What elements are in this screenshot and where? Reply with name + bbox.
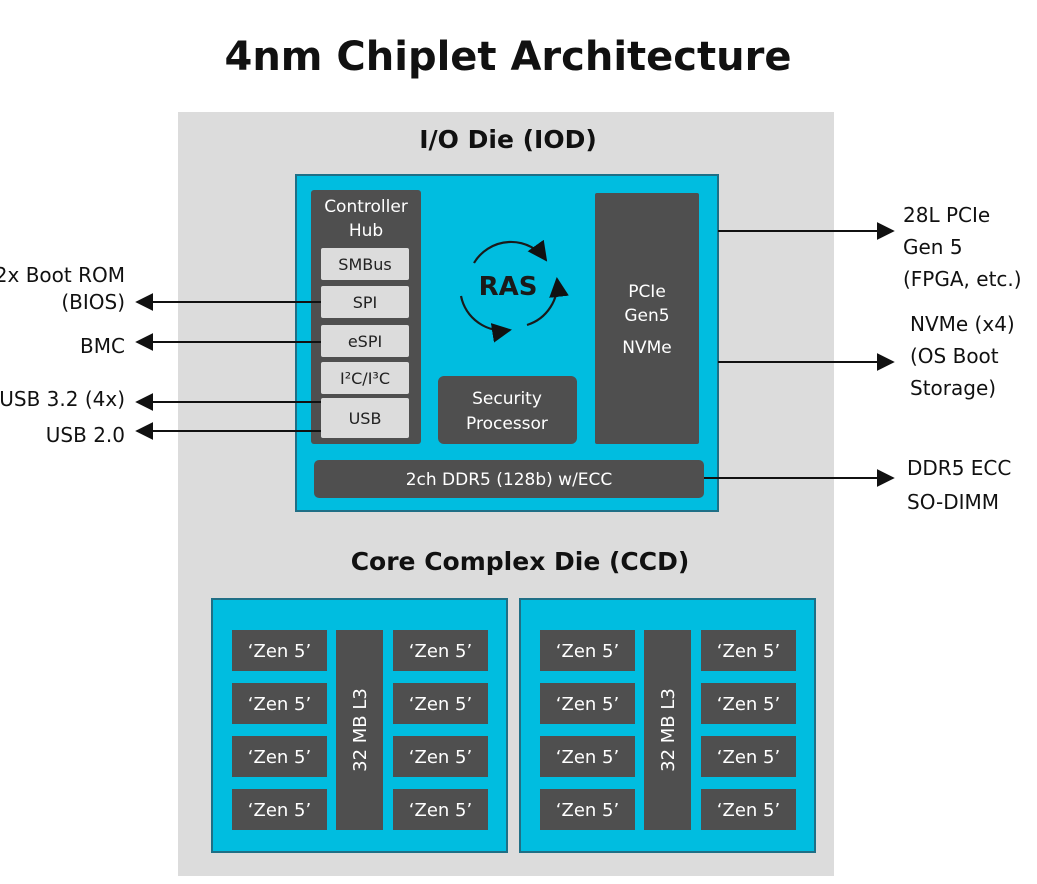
l3-cache-label: 32 MB L3 — [350, 688, 371, 772]
zen5-core-label: ‘Zen 5’ — [409, 641, 472, 662]
ddr5-ext-label-line1: DDR5 ECC — [907, 456, 1011, 480]
zen5-core-label: ‘Zen 5’ — [248, 800, 311, 821]
nvme-ext-label-line3: Storage) — [910, 376, 996, 400]
zen5-core — [232, 683, 327, 724]
pcie-block-line2: Gen5 — [624, 306, 669, 326]
zen5-core — [540, 789, 635, 830]
zen5-core — [232, 630, 327, 671]
pcie-block — [595, 193, 699, 444]
zen5-core — [393, 789, 488, 830]
ddr5-controller-label: 2ch DDR5 (128b) w/ECC — [406, 470, 613, 490]
zen5-core — [540, 736, 635, 777]
security-processor-line1: Security — [472, 389, 542, 409]
zen5-core-label: ‘Zen 5’ — [248, 694, 311, 715]
zen5-core-label: ‘Zen 5’ — [409, 800, 472, 821]
boot-rom-label-line1: 2x Boot ROM — [0, 263, 125, 287]
espi-block — [321, 325, 409, 357]
ras-cycle-icon — [459, 239, 569, 343]
ras-label: RAS — [479, 272, 538, 302]
diagram-title: 4nm Chiplet Architecture — [225, 34, 792, 80]
ccd-group: 32 MB L3 ‘Zen 5’ ‘Zen 5’ ‘Zen 5’ ‘Zen 5’ ‘Zen… — [211, 598, 816, 853]
zen5-core-label: ‘Zen 5’ — [556, 747, 619, 768]
boot-rom-label-line2: (BIOS) — [61, 290, 125, 314]
zen5-core — [701, 683, 796, 724]
l3-cache-label: 32 MB L3 — [658, 688, 679, 772]
usb32-label: USB 3.2 (4x) — [0, 387, 125, 411]
controller-hub-title-line2: Hub — [349, 221, 383, 241]
usb-label: USB — [349, 409, 382, 428]
security-processor — [438, 376, 577, 444]
zen5-core-label: ‘Zen 5’ — [409, 694, 472, 715]
spi-block — [321, 286, 409, 318]
bmc-label: BMC — [80, 334, 125, 358]
zen5-core — [393, 736, 488, 777]
zen5-core — [393, 683, 488, 724]
zen5-core-label: ‘Zen 5’ — [556, 800, 619, 821]
zen5-core — [232, 736, 327, 777]
zen5-core-label: ‘Zen 5’ — [717, 800, 780, 821]
pcie-ext-label-line1: 28L PCIe — [903, 203, 990, 227]
pcie-ext-label-line2: Gen 5 — [903, 235, 963, 259]
zen5-core-label: ‘Zen 5’ — [556, 641, 619, 662]
spi-label: SPI — [353, 293, 378, 312]
smbus-label: SMBus — [338, 255, 391, 274]
pcie-block-line3: NVMe — [622, 338, 671, 358]
zen5-core — [393, 630, 488, 671]
iod-title: I/O Die (IOD) — [419, 125, 597, 154]
smbus-block — [321, 248, 409, 280]
pcie-ext-label-line3: (FPGA, etc.) — [903, 267, 1022, 291]
zen5-core-label: ‘Zen 5’ — [717, 641, 780, 662]
ccd-title: Core Complex Die (CCD) — [351, 547, 690, 576]
i2c-i3c-block — [321, 362, 409, 394]
zen5-core — [540, 630, 635, 671]
ddr5-controller — [314, 460, 704, 498]
zen5-core-label: ‘Zen 5’ — [717, 747, 780, 768]
controller-hub-title-line1: Controller — [324, 197, 408, 217]
espi-label: eSPI — [348, 332, 382, 351]
zen5-core — [701, 630, 796, 671]
zen5-core — [232, 789, 327, 830]
zen5-core-label: ‘Zen 5’ — [409, 747, 472, 768]
zen5-core-label: ‘Zen 5’ — [248, 747, 311, 768]
nvme-ext-label-line2: (OS Boot — [910, 344, 999, 368]
zen5-core — [540, 683, 635, 724]
zen5-core-label: ‘Zen 5’ — [248, 641, 311, 662]
zen5-core — [701, 736, 796, 777]
ddr5-ext-label-line2: SO-DIMM — [907, 490, 999, 514]
nvme-ext-label-line1: NVMe (x4) — [910, 312, 1015, 336]
zen5-core-label: ‘Zen 5’ — [717, 694, 780, 715]
usb-block — [321, 398, 409, 438]
l3-cache-block — [644, 630, 691, 830]
i2c-i3c-label: I²C/I³C — [340, 369, 390, 388]
zen5-core — [701, 789, 796, 830]
pcie-block-line1: PCIe — [628, 282, 666, 302]
l3-cache-block — [336, 630, 383, 830]
security-processor-line2: Processor — [466, 414, 548, 434]
zen5-core-label: ‘Zen 5’ — [556, 694, 619, 715]
usb20-label: USB 2.0 — [46, 423, 125, 447]
